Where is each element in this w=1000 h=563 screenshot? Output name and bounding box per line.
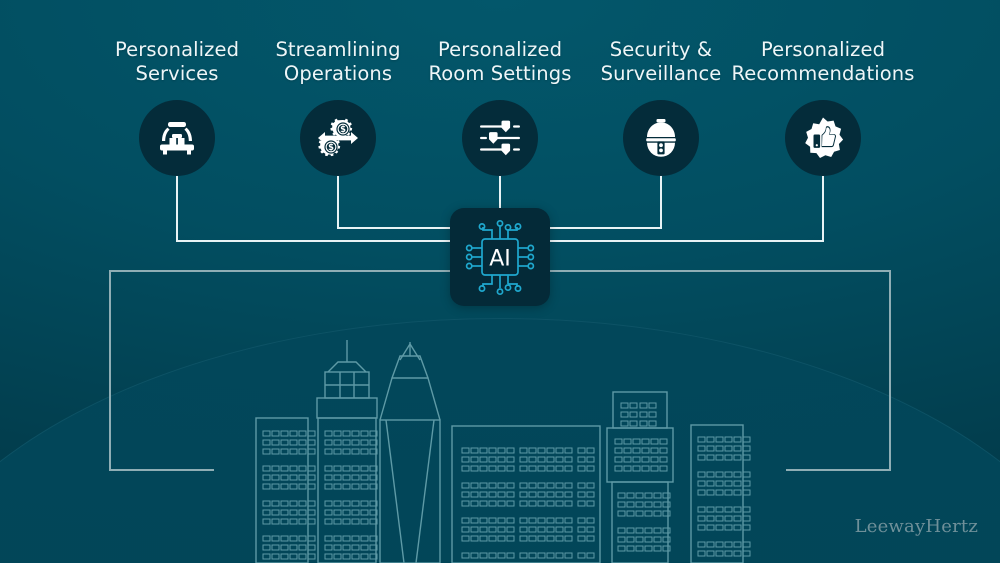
label-security-surveillance: Security & Surveillance — [571, 38, 751, 85]
icon-disc-security-surveillance[interactable] — [623, 100, 699, 176]
cost-optimization-gears-icon: $ $ — [318, 118, 358, 157]
icon-disc-streamlining-operations[interactable]: $ $ — [300, 100, 376, 176]
label-line-2: Services — [135, 61, 219, 85]
connector-security-surveillance — [549, 175, 662, 229]
svg-text:$: $ — [340, 124, 346, 134]
label-personalized-services: Personalized Services — [87, 38, 267, 85]
icon-disc-personalized-room-settings[interactable] — [462, 100, 538, 176]
ai-chip-label: AI — [489, 247, 511, 272]
label-line-1: Personalized — [760, 38, 886, 61]
label-line-1: Personalized — [437, 38, 563, 61]
connector-streamlining-operations — [337, 175, 451, 229]
icon-disc-personalized-services[interactable] — [139, 100, 215, 176]
ai-chip-icon: AI — [465, 219, 535, 296]
dome-camera-icon — [646, 119, 676, 157]
watermark: LeewayHertz — [854, 516, 978, 537]
ai-chip-node[interactable]: AI — [450, 208, 550, 306]
sliders-icon — [480, 120, 520, 156]
connector-personalized-services — [176, 175, 451, 242]
icon-disc-personalized-recommendations[interactable] — [785, 100, 861, 176]
svg-text:$: $ — [328, 142, 334, 152]
label-line-2: Operations — [283, 61, 393, 85]
label-personalized-recommendations: Personalized Recommendations — [713, 38, 933, 85]
connector-personalized-recommendations — [549, 175, 824, 242]
thumbs-up-badge-icon — [805, 117, 844, 158]
label-line-2: Surveillance — [600, 61, 722, 85]
label-line-1: Personalized — [114, 38, 240, 61]
label-personalized-room-settings: Personalized Room Settings — [400, 38, 600, 85]
city-bracket — [109, 270, 891, 471]
label-line-1: Security & — [609, 38, 713, 61]
label-line-1: Streamlining — [275, 38, 401, 61]
label-line-2: Recommendations — [731, 61, 915, 85]
luggage-cart-icon — [160, 122, 194, 155]
label-line-2: Room Settings — [428, 61, 572, 85]
label-streamlining-operations: Streamlining Operations — [248, 38, 428, 85]
